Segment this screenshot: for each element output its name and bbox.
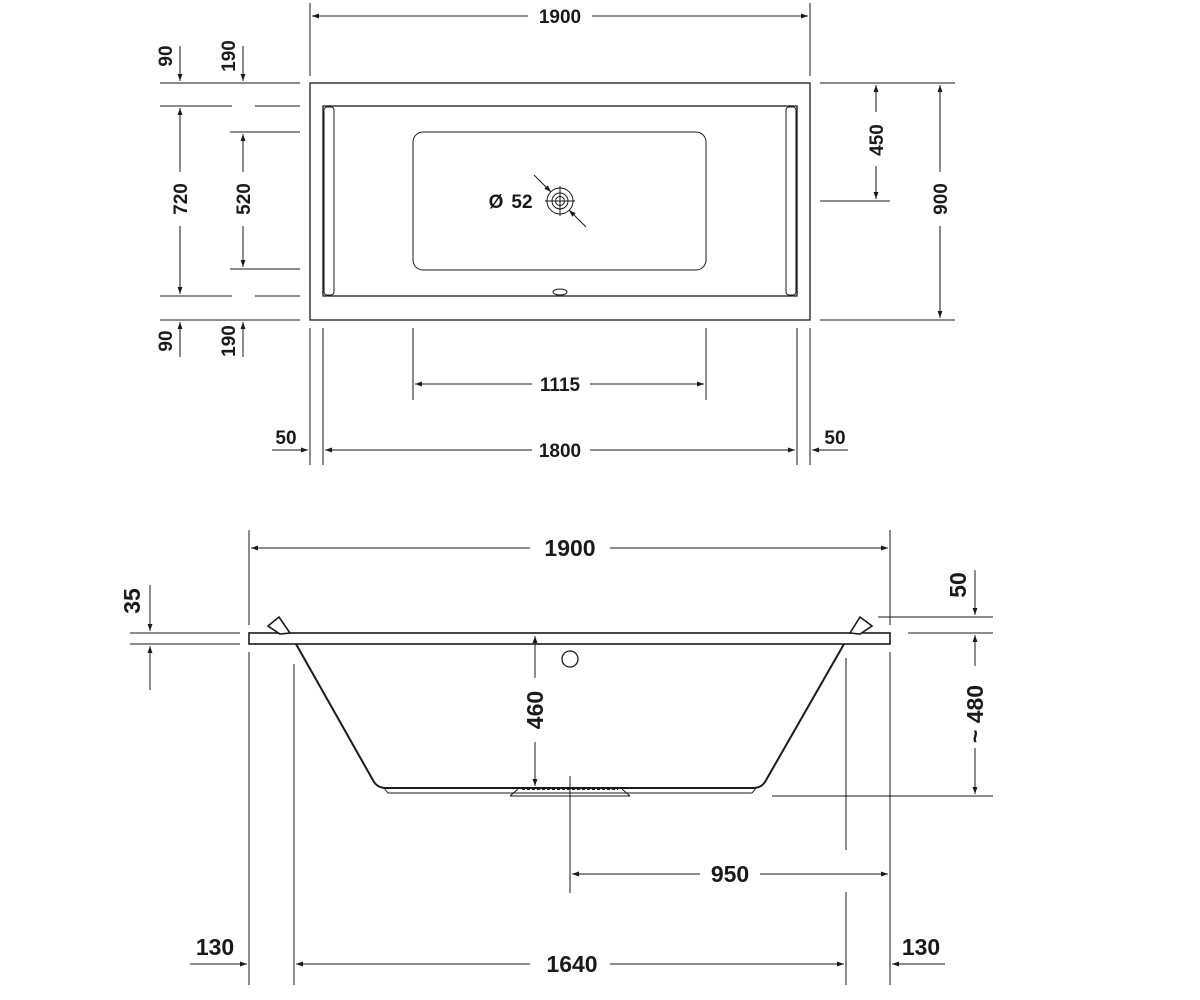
dim-overall-width: 900 <box>931 183 952 215</box>
tub-body <box>295 643 845 789</box>
tub-outer-rim <box>309 82 811 321</box>
dim-rim-top-right: 190 <box>219 40 240 72</box>
side-view: 1900 35 50 ~ 480 460 950 1640 <box>119 530 993 985</box>
dim-rim-to-top: 50 <box>945 572 971 598</box>
headrest-left <box>266 615 292 635</box>
dim-rim-bottom-left: 90 <box>156 330 177 351</box>
drain-diameter-symbol: Ø <box>489 192 504 213</box>
dim-inner-width-left: 720 <box>171 183 192 215</box>
tub-inner-rim <box>322 105 798 297</box>
dim-drain-diameter: 52 <box>511 192 532 213</box>
top-view: Ø 52 1900 90 190 720 520 90 190 <box>156 3 955 465</box>
dim-rim-thickness: 35 <box>119 588 145 614</box>
dim-side-overall-length: 1900 <box>544 535 595 561</box>
dim-base-length: 1640 <box>546 951 597 977</box>
tub-floor <box>412 131 707 271</box>
headrest-right <box>848 615 874 635</box>
overflow-icon <box>552 288 568 296</box>
dim-overhang-left: 130 <box>196 934 234 960</box>
backrest-left <box>323 106 335 296</box>
dim-inner-width-right: 520 <box>234 183 255 215</box>
dim-overall-height: ~ 480 <box>962 685 988 743</box>
drain-icon <box>533 174 587 228</box>
dim-rim-end-left: 50 <box>275 428 296 449</box>
backrest-right <box>785 106 797 296</box>
dim-overhang-right: 130 <box>902 934 940 960</box>
dim-rim-end-right: 50 <box>824 428 845 449</box>
dim-inner-length: 1800 <box>539 441 581 462</box>
dim-rim-bottom-right: 190 <box>219 325 240 357</box>
overflow-icon <box>561 650 579 668</box>
dim-drain-position: 950 <box>711 861 749 887</box>
dim-drain-offset: 450 <box>867 124 888 156</box>
tub-rim-slab <box>248 632 891 645</box>
dim-overall-length-top: 1900 <box>539 7 581 28</box>
dim-depth: 460 <box>522 691 548 729</box>
dim-floor-length: 1115 <box>540 375 581 396</box>
dim-rim-top-left: 90 <box>156 45 177 66</box>
